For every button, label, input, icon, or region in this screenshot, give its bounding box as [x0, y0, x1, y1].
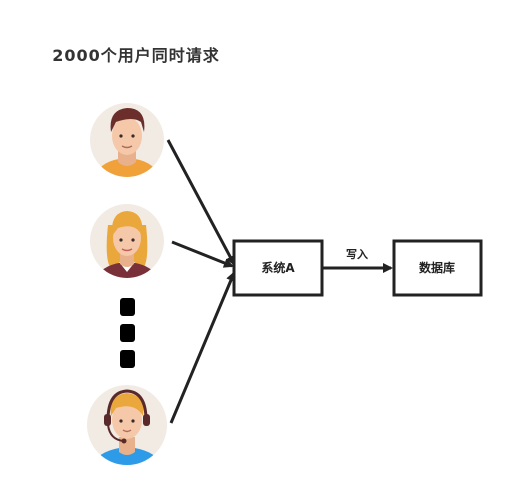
write-edge-label: 写入 — [346, 248, 368, 261]
headset-user-avatar-icon — [87, 385, 167, 465]
female-user-avatar-icon — [90, 204, 164, 278]
database-label: 数据库 — [419, 260, 455, 275]
male-user-avatar-icon — [90, 103, 164, 177]
edge-user1-to-system — [166, 139, 236, 266]
vertical-ellipsis-icon — [120, 298, 135, 368]
diagram-title: 2000个用户同时请求 — [52, 46, 220, 65]
database-node: 数据库 — [392, 239, 483, 297]
system-a-label: 系统A — [261, 260, 295, 275]
edge-user3-to-system — [169, 271, 236, 424]
edge-user2-to-system — [171, 240, 234, 268]
system-a-node: 系统A — [232, 239, 324, 297]
